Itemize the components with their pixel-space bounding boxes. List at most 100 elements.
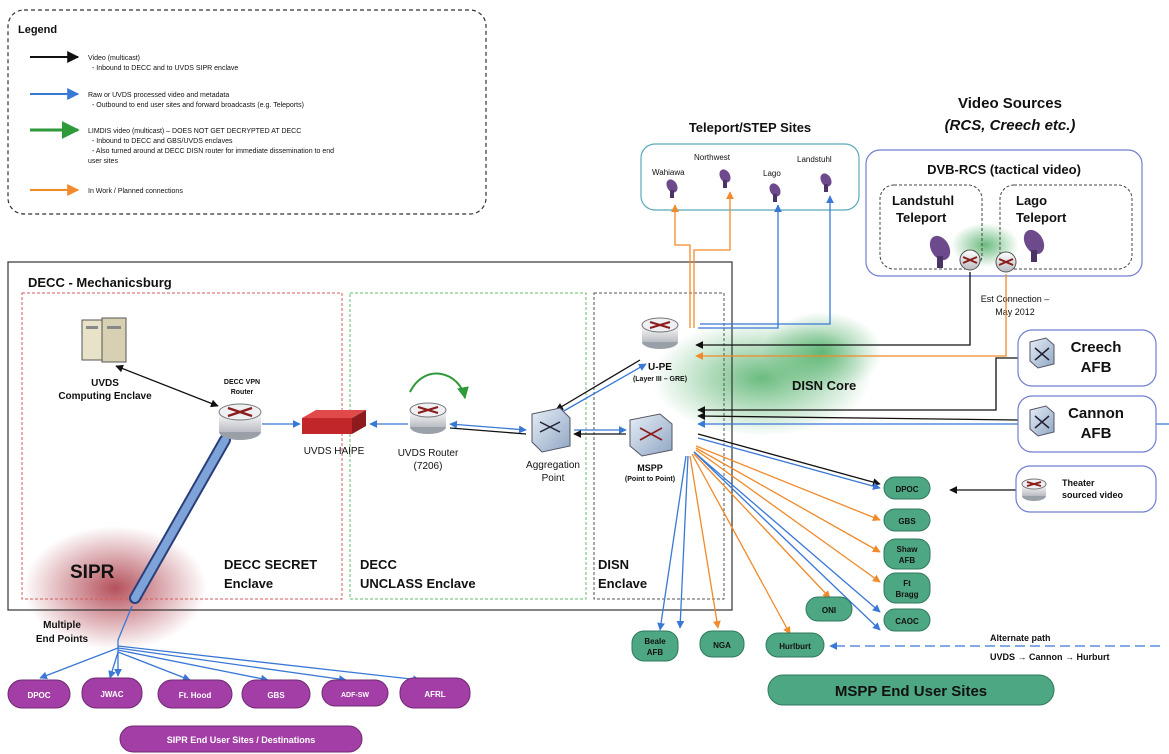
sipr-link-tube — [129, 434, 231, 604]
legend-item-raw-detail: - Outbound to end user sites and forward… — [92, 102, 304, 109]
cannon-label-2: AFB — [1081, 425, 1112, 442]
switch-icon — [1029, 337, 1055, 369]
vpn-router-label-2: Router — [231, 389, 254, 396]
sipr-label: SIPR — [70, 562, 115, 583]
mspp-label: MSPP — [637, 463, 663, 473]
sipr-end-user-sites-label: SIPR End User Sites / Destinations — [167, 735, 316, 745]
site-oni-label: ONI — [822, 606, 836, 615]
sipr-site-gbs: GBS — [267, 691, 285, 700]
disn-enclave-box — [593, 292, 725, 600]
site-beale-label-2: AFB — [647, 648, 664, 657]
lago-teleport-box — [999, 184, 1133, 270]
site-pill-beale — [631, 630, 679, 662]
dvb-rcs-title: DVB-RCS (tactical video) — [927, 162, 1081, 177]
legend-title: Legend — [18, 24, 57, 36]
uvds-router-label-2: (7206) — [414, 461, 443, 472]
site-pill-dpoc — [883, 476, 931, 500]
sipr-end-user-sites-banner — [119, 725, 363, 753]
site-pill-gbs — [883, 508, 931, 532]
unclass-enclave-label-2: UNCLASS Enclave — [360, 576, 476, 591]
mspp-site-pills: DPOC GBS Shaw AFB Ft Bragg CAOC ONI Hurl… — [631, 476, 931, 662]
mspp-end-user-sites-banner — [767, 674, 1055, 706]
site-pill-bragg — [883, 572, 931, 604]
haipe-device-icon — [302, 410, 366, 434]
sipr-site-pill-dpoc — [7, 679, 71, 709]
video-sources-title: Video Sources — [958, 95, 1062, 112]
site-northwest: Northwest — [694, 153, 731, 162]
router-icon — [995, 251, 1017, 273]
sipr-site-dpoc: DPOC — [27, 691, 50, 700]
sipr-site-jwac: JWAC — [100, 690, 123, 699]
alternate-path-label-1: Alternate path — [990, 633, 1051, 643]
creech-label-2: AFB — [1081, 359, 1112, 376]
multiple-endpoints-label-2: End Points — [36, 634, 89, 645]
uvds-computing-label-2: Computing Enclave — [58, 391, 152, 402]
mspp-sublabel: (Point to Point) — [625, 476, 675, 483]
disn-core-label: DISN Core — [792, 378, 856, 393]
aggregation-label-2: Point — [542, 473, 565, 484]
teleport-sites-box — [640, 143, 860, 211]
satellite-dish-icon — [1023, 229, 1045, 262]
dvb-rcs-box — [865, 149, 1143, 277]
creech-label-1: Creech — [1071, 339, 1122, 356]
upe-router-icon — [641, 317, 679, 349]
haipe-label: UVDS HAIPE — [304, 446, 365, 457]
legend-item-video: Video (multicast) — [88, 55, 140, 62]
theater-label-2: sourced video — [1062, 490, 1124, 500]
site-dpoc-label: DPOC — [895, 485, 918, 494]
site-gbs-label: GBS — [898, 517, 916, 526]
router-icon — [1021, 478, 1047, 501]
landstuhl-teleport-label-2: Teleport — [896, 210, 947, 225]
secret-enclave-label-2: Enclave — [224, 576, 273, 591]
landstuhl-teleport-label-1: Landstuhl — [892, 193, 954, 208]
legend-item-video-detail: - Inbound to DECC and to UVDS SIPR encla… — [92, 65, 238, 72]
satellite-dish-icon — [820, 173, 832, 192]
cannon-afb-box — [1017, 395, 1157, 453]
switch-icon — [1029, 405, 1055, 437]
teleport-sites-title: Teleport/STEP Sites — [689, 120, 811, 135]
video-sources-subtitle: (RCS, Creech etc.) — [945, 117, 1076, 134]
legend-item-limdis-detail2: - Also turned around at DECC DISN router… — [92, 148, 334, 155]
decc-boundary — [7, 261, 733, 611]
cannon-label-1: Cannon — [1068, 405, 1124, 422]
legend-item-limdis-detail3: user sites — [88, 158, 118, 165]
est-connection-label-1: Est Connection – — [981, 294, 1050, 304]
sipr-site-afrl: AFRL — [424, 690, 445, 699]
disn-enclave-label-2: Enclave — [598, 576, 647, 591]
site-pill-hurlburt — [765, 632, 825, 658]
secret-enclave-label-1: DECC SECRET — [224, 557, 317, 572]
site-hurlburt-label: Hurlburt — [779, 642, 811, 651]
disn-enclave-label-1: DISN — [598, 557, 629, 572]
site-pill-oni — [805, 596, 853, 622]
aggregation-label-1: Aggregation — [526, 460, 580, 471]
uvds-router-icon — [409, 402, 447, 434]
site-beale-label-1: Beale — [644, 637, 666, 646]
decc-vpn-router-icon — [218, 403, 262, 440]
theater-label-1: Theater — [1062, 478, 1095, 488]
satellite-dish-icon — [769, 183, 781, 202]
legend-item-raw: Raw or UVDS processed video and metadata — [88, 92, 229, 99]
disn-core-cloud-part — [762, 312, 882, 392]
site-wahiawa: Wahiawa — [652, 168, 685, 177]
site-bragg-label-1: Ft — [903, 579, 911, 588]
legend-item-limdis: LIMDIS video (multicast) – DOES NOT GET … — [88, 128, 301, 135]
aggregation-switch-icon — [531, 407, 571, 453]
upe-sublabel: (Layer III – GRE) — [633, 376, 687, 383]
vpn-router-label-1: DECC VPN — [224, 379, 260, 386]
site-landstuhl: Landstuhl — [797, 155, 832, 164]
landstuhl-teleport-box — [879, 184, 983, 270]
uvds-computing-label-1: UVDS — [91, 378, 119, 389]
uvds-router-label-1: UVDS Router — [398, 448, 459, 459]
sipr-site-fthood: Ft. Hood — [179, 691, 212, 700]
unclass-enclave-label-1: DECC — [360, 557, 397, 572]
sipr-site-pill-fthood — [157, 679, 233, 709]
site-bragg-label-2: Bragg — [895, 590, 918, 599]
secret-enclave-box — [21, 292, 343, 600]
site-pill-caoc — [883, 608, 931, 632]
sipr-site-pill-jwac — [81, 677, 143, 709]
satellite-dish-icon — [719, 169, 731, 188]
server-icon — [81, 317, 127, 363]
theater-video-box — [1015, 465, 1157, 513]
